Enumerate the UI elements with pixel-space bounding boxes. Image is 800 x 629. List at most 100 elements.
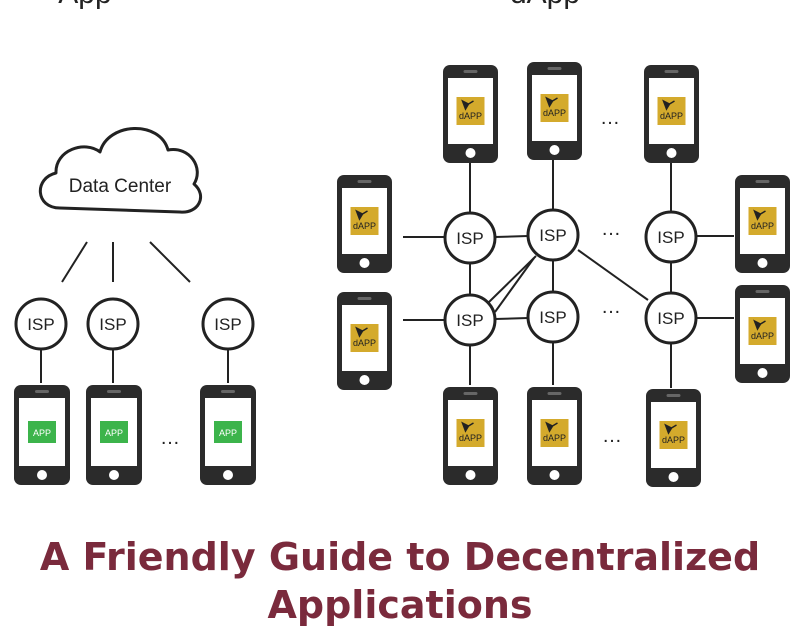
speaker-icon (547, 67, 562, 70)
cloud-icon (38, 127, 202, 214)
dapp-tile (748, 317, 777, 345)
home-button-icon (666, 148, 677, 158)
network-diagram: AppdApp Data Center ISPISPISPISPISPISPIS… (14, 0, 790, 487)
dapp-tile (456, 97, 485, 125)
app-label: APP (33, 428, 51, 438)
dapp-logo-icon (355, 326, 368, 338)
isp-circle (644, 291, 698, 345)
isp-node: ISP (14, 297, 68, 351)
dapp-logo-icon (753, 209, 766, 221)
dapp-logo-icon (753, 319, 766, 331)
speaker-icon (755, 290, 770, 293)
cloud-label: Data Center (69, 176, 172, 197)
ellipsis: … (160, 427, 180, 449)
speaker-icon (463, 392, 478, 395)
app-tile (100, 421, 128, 443)
isp-node: ISP (526, 290, 580, 344)
isp-label: ISP (456, 229, 483, 248)
speaker-icon (357, 180, 372, 183)
isp-node: ISP (86, 297, 140, 351)
ellipsis: … (602, 425, 622, 447)
speaker-icon (664, 70, 679, 73)
dapp-logo-icon (355, 209, 368, 221)
isp-circle (201, 297, 255, 351)
isp-node: ISP (443, 293, 497, 347)
home-button-icon (223, 470, 233, 480)
speaker-icon (755, 180, 770, 183)
home-button-icon (465, 148, 476, 158)
ellipsis: … (601, 296, 621, 318)
speaker-icon (666, 394, 681, 397)
phone-with-dapp: dAPP (735, 175, 790, 273)
speaker-icon (357, 297, 372, 300)
app-label: APP (219, 428, 237, 438)
dapp-tile (350, 207, 379, 235)
dapp-label: dAPP (543, 433, 566, 443)
phone-with-app: APP (200, 385, 256, 485)
connection-lines (40, 160, 734, 388)
dapp-label: dAPP (459, 111, 482, 121)
isp-link-line (488, 255, 537, 303)
dapp-tile (540, 419, 569, 447)
dapp-label: dAPP (353, 221, 376, 231)
speaker-icon (221, 390, 235, 393)
dapp-label: dAPP (662, 435, 685, 445)
phone-with-dapp: dAPP (443, 387, 498, 485)
phone-with-dapp: dAPP (527, 387, 582, 485)
dapp-tile (657, 97, 686, 125)
home-button-icon (549, 470, 560, 480)
isp-link-line (494, 257, 535, 313)
dapp-tile (350, 324, 379, 352)
dapp-logo-icon (545, 96, 558, 108)
isp-circle (443, 211, 497, 265)
home-button-icon (359, 375, 370, 385)
isp-circle (443, 293, 497, 347)
speaker-icon (463, 70, 478, 73)
dapp-label: dAPP (751, 331, 774, 341)
phone-with-app: APP (14, 385, 70, 485)
home-button-icon (37, 470, 47, 480)
app-label: APP (105, 428, 123, 438)
home-button-icon (109, 470, 119, 480)
phone-with-dapp: dAPP (337, 292, 392, 390)
isp-label: ISP (657, 228, 684, 247)
isp-nodes: ISP ISP ISP ISP ISP ISP ISP ISP ISP (14, 208, 698, 351)
isp-node: ISP (644, 210, 698, 264)
isp-node: ISP (644, 291, 698, 345)
phone-with-dapp: dAPP (337, 175, 392, 273)
phone-with-dapp: dAPP (443, 65, 498, 163)
dapp-label: dAPP (751, 221, 774, 231)
home-button-icon (549, 145, 560, 155)
page-title-line-2: Applications (267, 583, 533, 627)
dapp-logo-icon (461, 421, 474, 433)
cloud-to-isp-line (149, 241, 191, 283)
home-button-icon (668, 472, 679, 482)
home-button-icon (757, 258, 768, 268)
isp-node: ISP (443, 211, 497, 265)
home-button-icon (757, 368, 768, 378)
isp-node: ISP (526, 208, 580, 262)
phone-with-dapp: dAPP (644, 65, 699, 163)
phone-with-dapp: dAPP (527, 62, 582, 160)
ellipsis: … (601, 218, 621, 240)
phone-with-dapp: dAPP (735, 285, 790, 383)
phone-devices: APP APP APP dAPP dAPP dAPP dAPP dAPP dAPP dAPP dAP… (14, 62, 790, 487)
dapp-tile (540, 94, 569, 122)
app-tile (214, 421, 242, 443)
speaker-icon (35, 390, 49, 393)
speaker-icon (547, 392, 562, 395)
speaker-icon (107, 390, 121, 393)
clipped-top-labels: AppdApp (58, 0, 580, 10)
isp-link-line (494, 317, 529, 320)
isp-label: ISP (539, 226, 566, 245)
isp-label: ISP (456, 311, 483, 330)
isp-label: ISP (27, 315, 54, 334)
dapp-logo-icon (461, 99, 474, 111)
dapp-label: dAPP (353, 338, 376, 348)
isp-circle (526, 208, 580, 262)
dapp-label: dAPP (543, 108, 566, 118)
isp-label: ISP (539, 308, 566, 327)
isp-label: ISP (214, 315, 241, 334)
phone-with-app: APP (86, 385, 142, 485)
